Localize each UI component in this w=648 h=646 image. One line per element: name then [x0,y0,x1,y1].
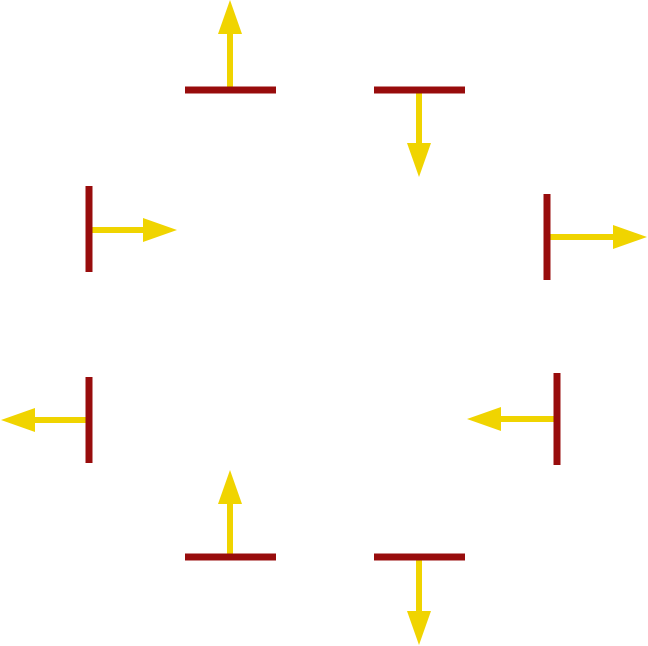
arrow-down-icon [407,143,431,177]
arrow-down-icon [407,611,431,645]
marker-lower-left [1,377,93,463]
marker-top-right [374,86,465,177]
marker-bottom-right [374,553,465,645]
arrow-right-icon [613,225,647,249]
marker-top-left [185,0,276,94]
marker-bottom-left [185,470,276,561]
marker-lower-right [467,373,561,465]
marker-upper-right [543,194,647,280]
arrow-left-icon [467,407,501,431]
arrow-up-icon [218,470,242,504]
arrow-up-icon [218,0,242,34]
marker-upper-left [85,186,177,272]
arrow-right-icon [143,218,177,242]
arrow-left-icon [1,408,35,432]
